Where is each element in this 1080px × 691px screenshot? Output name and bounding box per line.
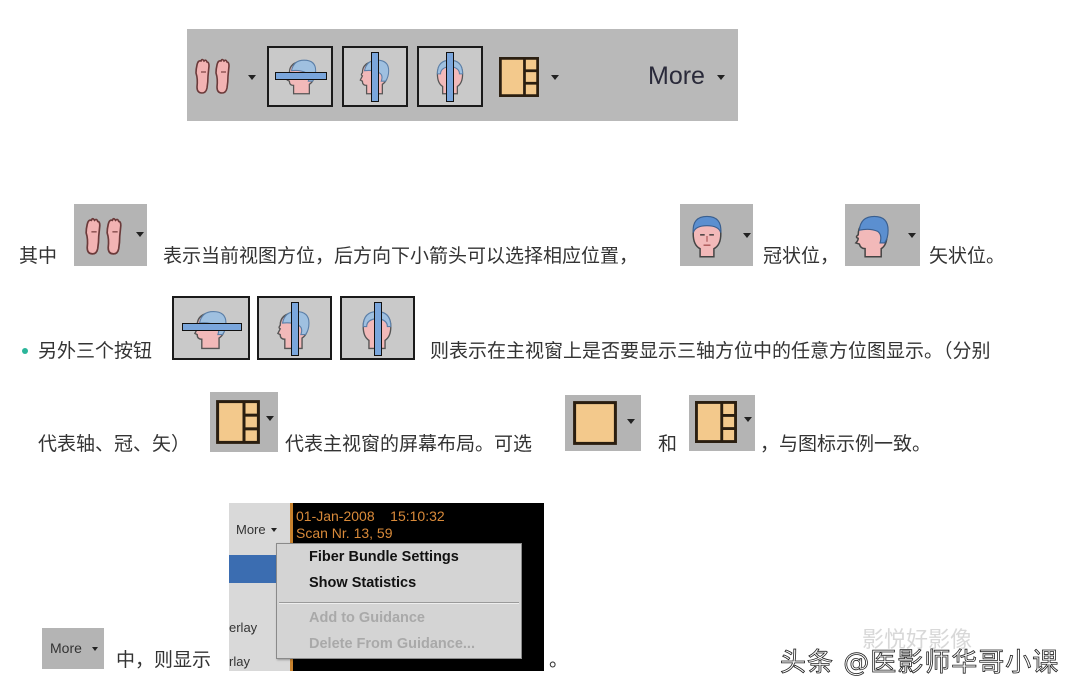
and-text: 和	[658, 433, 678, 455]
layout-1plus3-sample	[210, 392, 278, 452]
layout-single-sample	[565, 395, 641, 451]
scan-datetime: 01-Jan-2008 15:10:32	[296, 508, 445, 524]
para1-text: 表示当前视图方位，后方向下小箭头可以选择相应位置，	[163, 245, 639, 267]
sagittal-button-sample	[340, 296, 415, 360]
axial-plane-bar-icon	[275, 72, 327, 80]
sagittal-face-icon	[845, 204, 920, 266]
more-dropdown-caret[interactable]	[717, 75, 725, 80]
more-menu-screenshot: More erlay rlay 01-Jan-2008 15:10:32 Sca…	[229, 503, 544, 671]
menu-separator	[279, 602, 519, 604]
layout-dropdown-caret[interactable]	[551, 75, 559, 80]
watermark-faint: 影悦好影像	[862, 628, 973, 653]
more-menu-button[interactable]: More	[648, 62, 705, 90]
more-button-small[interactable]: More	[236, 522, 266, 537]
caret-down-icon	[92, 647, 98, 651]
viewer-toolbar: More	[187, 29, 738, 121]
para4-text: 中，则显示	[116, 649, 212, 671]
coronal-button-sample	[257, 296, 332, 360]
menu-item-fiber-bundle-settings[interactable]: Fiber Bundle Settings	[309, 549, 459, 565]
orientation-icon-sample	[74, 204, 147, 266]
more-button-sample: More	[42, 628, 104, 669]
para3-lead: 代表轴、冠、矢）	[38, 433, 191, 455]
caret-down-icon	[271, 528, 277, 532]
layout-1plus3-icon[interactable]	[497, 54, 541, 100]
plane-bar-icon	[374, 302, 382, 356]
orientation-dropdown-caret[interactable]	[248, 75, 256, 80]
scan-number: Scan Nr. 13, 59	[296, 525, 393, 541]
coronal-label: 冠状位，	[763, 245, 840, 267]
para4-end: 。	[549, 649, 569, 671]
menu-item-show-statistics[interactable]: Show Statistics	[309, 575, 417, 591]
coronal-plane-bar-icon	[371, 52, 379, 102]
menu-item-delete-from-guidance[interactable]: Delete From Guidance...	[309, 636, 475, 652]
para3-tail: ，与图标示例一致。	[760, 433, 932, 455]
bullet-dot	[22, 348, 28, 354]
caret-down-icon	[627, 419, 635, 424]
layout-1plus3-sample-2	[689, 395, 755, 451]
side-label-overlay: erlay	[229, 620, 258, 635]
plane-bar-icon	[182, 323, 242, 331]
axial-button-sample	[172, 296, 250, 360]
menu-item-add-to-guidance[interactable]: Add to Guidance	[309, 610, 425, 626]
sagittal-plane-bar-icon	[446, 52, 454, 102]
caret-down-icon	[136, 232, 144, 237]
more-label: More	[50, 640, 82, 656]
watermark-main: 头条 @医影师华哥小课	[780, 648, 1060, 679]
caret-down-icon	[743, 233, 751, 238]
caret-down-icon	[908, 233, 916, 238]
para2-lead: 另外三个按钮	[38, 340, 153, 362]
para3-text: 代表主视窗的屏幕布局。可选	[285, 433, 533, 455]
para1-prefix: 其中	[19, 245, 58, 267]
feet-orientation-icon[interactable]	[193, 54, 233, 96]
coronal-plane-button[interactable]	[342, 46, 408, 107]
axial-plane-button[interactable]	[267, 46, 333, 107]
sagittal-plane-button[interactable]	[417, 46, 483, 107]
para2-text: 则表示在主视窗上是否要显示三轴方位中的任意方位图显示。（分别	[430, 340, 991, 362]
coronal-face-icon	[680, 204, 753, 266]
caret-down-icon	[266, 416, 274, 421]
sagittal-label: 矢状位。	[929, 245, 1006, 267]
caret-down-icon	[744, 417, 752, 422]
plane-bar-icon	[291, 302, 299, 356]
side-label-overlay-2: rlay	[229, 654, 250, 669]
more-dropdown-menu: Fiber Bundle Settings Show Statistics Ad…	[276, 543, 522, 659]
